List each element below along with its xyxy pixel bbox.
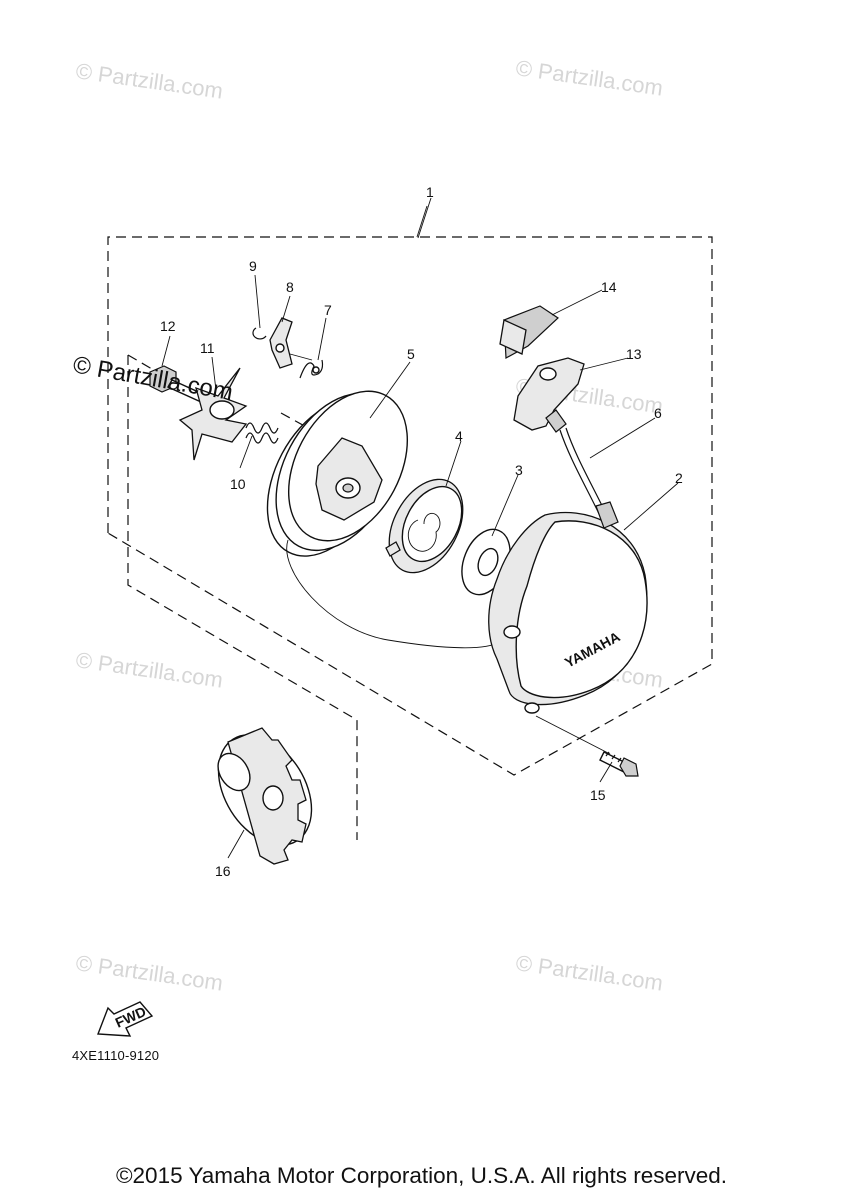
diagram-code: 4XE1110-9120 [72, 1048, 160, 1063]
part-13-handle [513, 357, 585, 433]
part-5-reel [266, 390, 499, 649]
callout-1: 1 [426, 184, 434, 200]
callout-8: 8 [286, 279, 294, 295]
callout-10: 10 [230, 476, 246, 492]
part-4-spring-case [385, 478, 464, 574]
callout-9: 9 [249, 258, 257, 274]
assembly-outline [107, 205, 713, 776]
watermark: © Partzilla.com [514, 55, 664, 100]
callout-14: 14 [601, 279, 617, 295]
watermark: © Partzilla.com [514, 950, 664, 995]
part-6-rope [559, 427, 619, 529]
part-7-spring [299, 359, 324, 379]
part-15-bolt [535, 715, 639, 777]
part-14-grip [499, 305, 559, 359]
callout-16: 16 [215, 863, 231, 879]
leader-lines [161, 197, 679, 859]
watermark-dark: © Partzilla.com [71, 351, 235, 406]
callout-11: 11 [200, 340, 215, 356]
watermark: © Partzilla.com [74, 58, 224, 103]
part-16-drive-plate [217, 727, 313, 865]
part-9-clip [252, 327, 267, 340]
fwd-arrow-icon: FWD [97, 1001, 154, 1037]
callout-3: 3 [515, 462, 523, 478]
watermark: © Partzilla.com [74, 950, 224, 995]
callout-2: 2 [675, 470, 683, 486]
callouts: 1 2 3 4 5 6 7 8 9 10 11 12 13 14 15 16 [160, 184, 683, 879]
callout-15: 15 [590, 787, 606, 803]
part-10-spring [245, 422, 279, 444]
callout-7: 7 [324, 302, 332, 318]
callout-12: 12 [160, 318, 176, 334]
watermark: © Partzilla.com [74, 647, 224, 692]
copyright-notice: ©2015 Yamaha Motor Corporation, U.S.A. A… [115, 1163, 728, 1188]
part-2-cover: YAMAHA [488, 511, 648, 714]
callout-13: 13 [626, 346, 642, 362]
callout-5: 5 [407, 346, 415, 362]
callout-6: 6 [654, 405, 662, 421]
callout-4: 4 [455, 428, 463, 444]
part-8-guide [269, 317, 313, 369]
part-11-ratchet [178, 367, 248, 461]
